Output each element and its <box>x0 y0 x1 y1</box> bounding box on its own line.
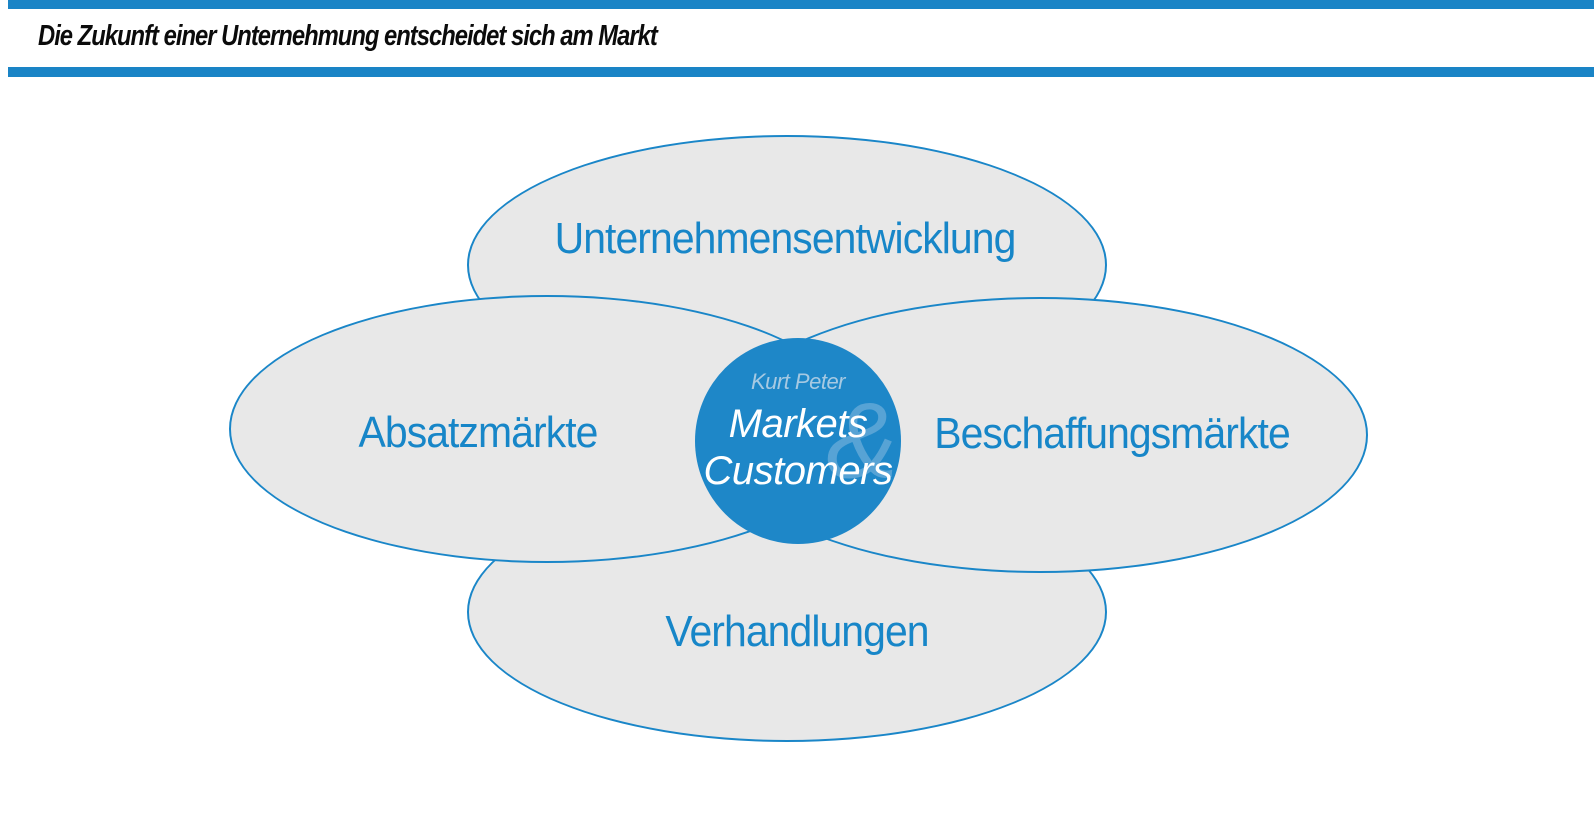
slide-title: Die Zukunft einer Unternehmung entscheid… <box>38 20 658 52</box>
center-line-customers: Customers <box>703 449 893 493</box>
petal-label-top: Unternehmensentwicklung <box>554 214 1017 263</box>
center-author-name: Kurt Peter <box>750 369 846 394</box>
petal-label-left: Absatzmärkte <box>358 408 599 457</box>
title-underline-bar <box>8 67 1594 77</box>
center-circle: & Kurt Peter Markets Customers <box>695 338 901 544</box>
top-accent-bar <box>8 0 1594 9</box>
petal-label-bottom: Verhandlungen <box>665 607 929 656</box>
center-line-markets: Markets <box>728 402 868 446</box>
petal-label-right: Beschaffungsmärkte <box>934 409 1290 458</box>
ampersand-glyph: & <box>825 379 899 501</box>
